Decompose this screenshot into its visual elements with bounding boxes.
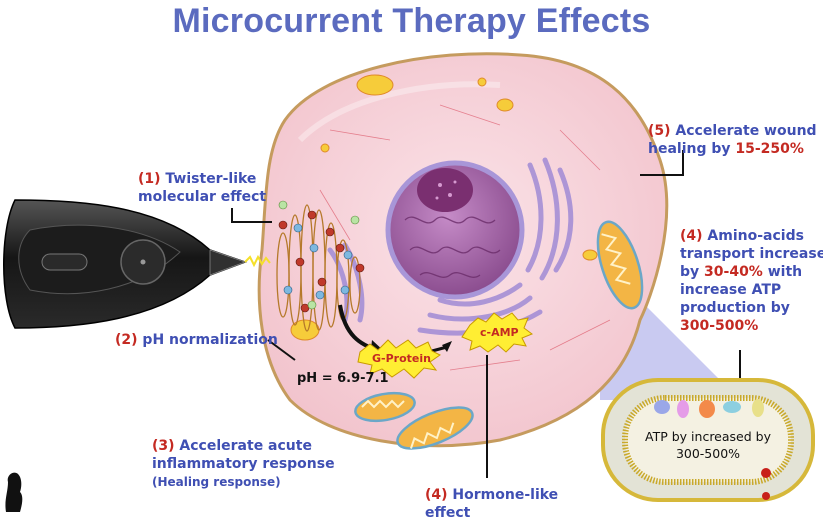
mitochondrion-icon <box>596 220 644 310</box>
label-wound-healing: (5) Accelerate wound healing by 15-250% <box>648 123 817 157</box>
membrane-inset-icon <box>601 378 815 502</box>
g-protein-label: G-Protein <box>372 352 431 365</box>
logo-silhouette-icon <box>5 472 23 512</box>
leader-lines <box>231 150 741 478</box>
label-ph-normalization: (2) pH normalization <box>115 332 278 348</box>
label-hormone-effect: (4) Hormone-like effect <box>425 487 559 521</box>
twister-coil <box>276 204 361 332</box>
g-protein-burst <box>357 339 441 379</box>
diagram-title: Microcurrent Therapy Effects <box>172 2 651 40</box>
c-amp-label: c-AMP <box>480 326 519 339</box>
label-twister-effect: (1) Twister-like molecular effect <box>138 171 267 205</box>
c-amp-burst <box>461 312 534 353</box>
atp-inset-text: ATP by increased by 300-500% <box>645 429 771 461</box>
label-inflammatory-response: (3) Accelerate acute inflammatory respon… <box>152 438 335 489</box>
ion-particles <box>278 200 365 313</box>
ph-value: pH = 6.9-7.1 <box>297 371 389 386</box>
label-amino-acids: (4) Amino-acids transport increases by 3… <box>680 228 823 334</box>
microcurrent-device-icon <box>3 199 271 329</box>
